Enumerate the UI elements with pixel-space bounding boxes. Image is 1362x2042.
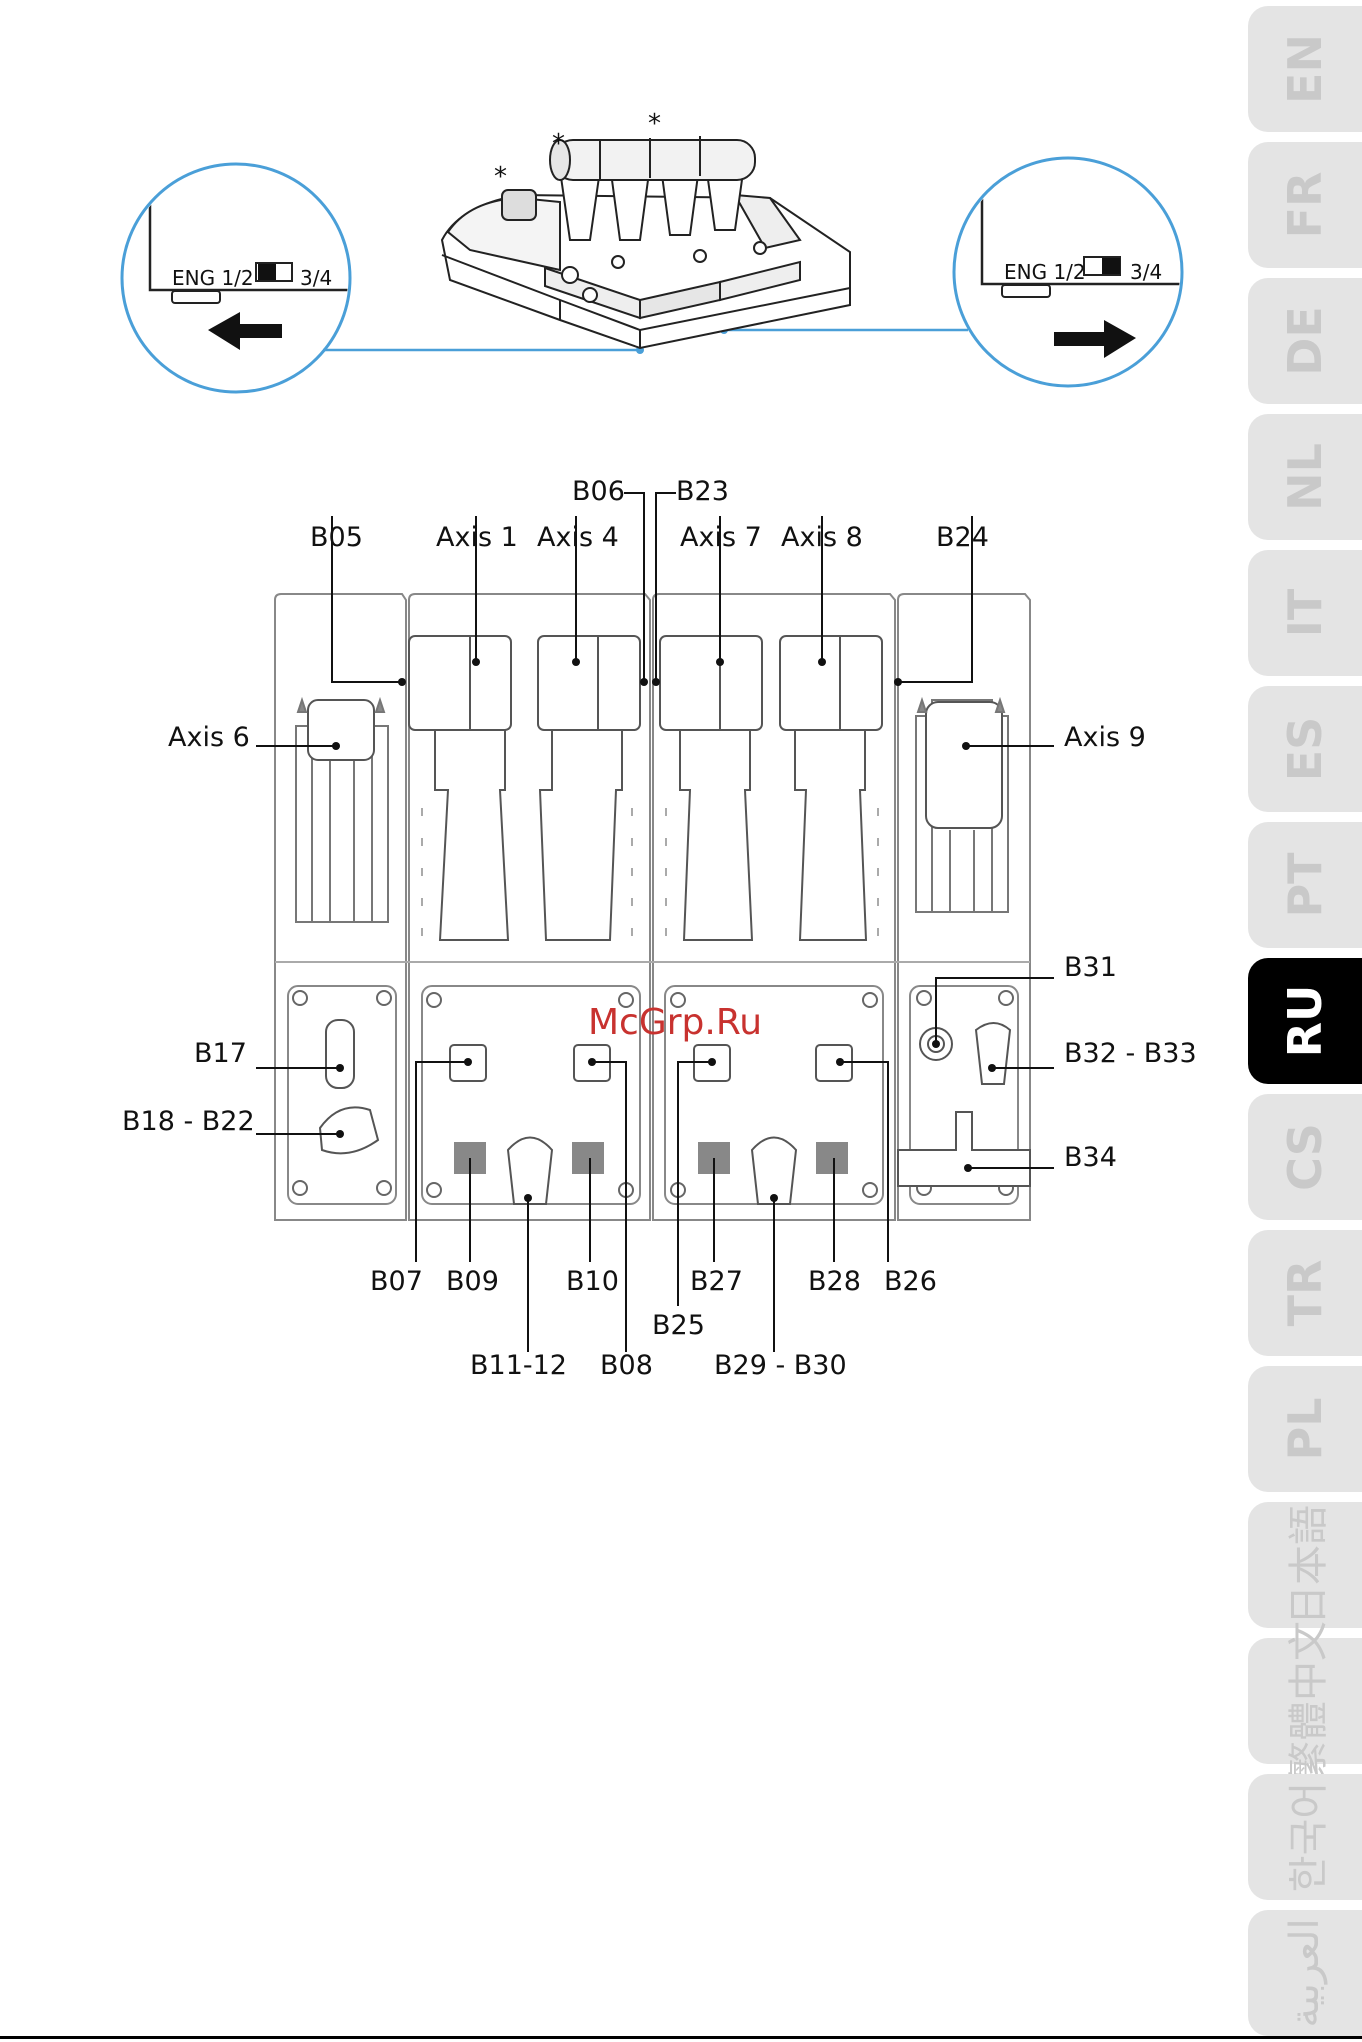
tab-pl-label: PL [1278, 1397, 1332, 1460]
callout-b29-b30: B29 - B30 [714, 1350, 847, 1382]
callout-b31: B31 [1064, 952, 1117, 984]
center-left-module-controls [450, 1045, 610, 1204]
right-module-controls [898, 1023, 1030, 1186]
footer-rule [0, 2036, 1362, 2039]
tab-tr[interactable]: TR [1248, 1230, 1362, 1356]
tab-fr-label: FR [1278, 172, 1332, 239]
star-2: * [552, 129, 565, 159]
tab-ko[interactable]: 한국어 [1248, 1774, 1362, 1900]
left-inset-34-label: 3/4 [300, 266, 332, 290]
callout-b25: B25 [652, 1310, 705, 1342]
top-figure: * * * [0, 0, 1362, 420]
callout-b27: B27 [690, 1266, 743, 1298]
tab-it[interactable]: IT [1248, 550, 1362, 676]
tab-en-label: EN [1278, 34, 1332, 104]
watermark: McGrp.Ru [588, 1002, 762, 1043]
axis9-slider [916, 700, 1008, 912]
callout-b24: B24 [936, 522, 989, 554]
callout-b11-12: B11-12 [470, 1350, 567, 1382]
callout-b26: B26 [884, 1266, 937, 1298]
tab-tr-label: TR [1278, 1260, 1332, 1327]
star-1: * [494, 162, 507, 192]
tab-ru-label: RU [1278, 985, 1332, 1058]
tab-en[interactable]: EN [1248, 6, 1362, 132]
callout-b23: B23 [676, 476, 729, 508]
callout-b09: B09 [446, 1266, 499, 1298]
tab-pt-label: PT [1278, 852, 1332, 917]
right-inset-34-label: 3/4 [1130, 260, 1162, 284]
callout-b17: B17 [194, 1038, 247, 1070]
tab-de-label: DE [1278, 306, 1332, 376]
tab-ru[interactable]: RU [1248, 958, 1362, 1084]
callout-axis4: Axis 4 [537, 522, 619, 554]
tab-zh-tw[interactable]: 繁體中文 [1248, 1638, 1362, 1764]
tab-es-label: ES [1278, 717, 1332, 782]
callout-b05: B05 [310, 522, 363, 554]
callout-axis6: Axis 6 [168, 722, 250, 754]
axis6-slider [296, 700, 388, 922]
tab-ja[interactable]: 日本語 [1248, 1502, 1362, 1628]
main-diagram [0, 460, 1362, 1880]
tab-ko-label: 한국어 [1276, 1782, 1334, 1892]
tab-de[interactable]: DE [1248, 278, 1362, 404]
tab-cs-label: CS [1278, 1123, 1332, 1191]
tab-cs[interactable]: CS [1248, 1094, 1362, 1220]
tab-it-label: IT [1278, 589, 1332, 638]
tab-pt[interactable]: PT [1248, 822, 1362, 948]
callout-axis7: Axis 7 [680, 522, 762, 554]
tab-fr[interactable]: FR [1248, 142, 1362, 268]
callout-b08: B08 [600, 1350, 653, 1382]
callout-b10: B10 [566, 1266, 619, 1298]
right-inset-eng12-label: ENG 1/2 [1004, 260, 1086, 284]
callout-b32-b33: B32 - B33 [1064, 1038, 1197, 1070]
callout-b28: B28 [808, 1266, 861, 1298]
callout-axis9: Axis 9 [1064, 722, 1146, 754]
tab-nl-label: NL [1278, 443, 1332, 511]
tab-ja-label: 日本語 [1276, 1505, 1334, 1625]
callout-b34: B34 [1064, 1142, 1117, 1174]
left-inset-eng12-label: ENG 1/2 [172, 266, 254, 290]
tab-es[interactable]: ES [1248, 686, 1362, 812]
callout-b07: B07 [370, 1266, 423, 1298]
callout-axis1: Axis 1 [436, 522, 518, 554]
callout-b18-b22: B18 - B22 [122, 1106, 255, 1138]
tab-zh-tw-label: 繁體中文 [1276, 1621, 1334, 1781]
star-3: * [648, 109, 661, 139]
callout-axis8: Axis 8 [781, 522, 863, 554]
tab-pl[interactable]: PL [1248, 1366, 1362, 1492]
tab-ar[interactable]: العربية [1248, 1910, 1362, 2036]
tab-ar-label: العربية [1282, 1918, 1328, 2027]
callout-b06: B06 [572, 476, 625, 508]
center-right-module-controls [694, 1045, 852, 1204]
tab-nl[interactable]: NL [1248, 414, 1362, 540]
